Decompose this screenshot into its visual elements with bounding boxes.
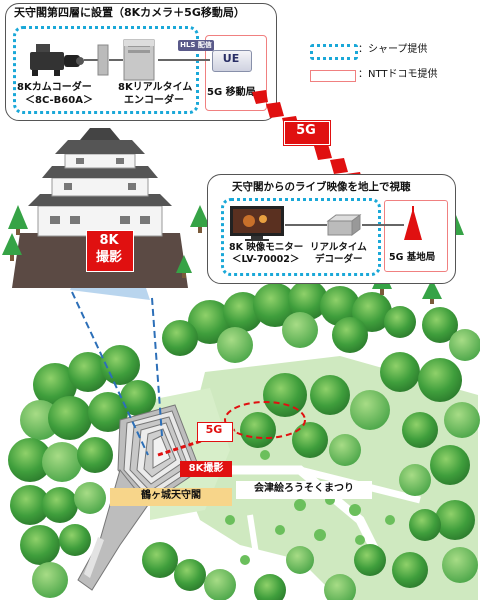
adapter-icon (97, 44, 109, 76)
5g-top-badge (284, 121, 330, 145)
connector-encoder-ue (158, 59, 210, 61)
ue-label: UE (222, 52, 240, 65)
tree-cluster-center (240, 373, 390, 466)
connector-decoder-base (362, 224, 404, 226)
decoder-label-1: リアルタイム (310, 242, 367, 253)
festival-banner (236, 481, 372, 499)
sharp-group-top (13, 26, 199, 114)
connector-adapter-encoder (109, 59, 123, 61)
encoder-label-2: エンコーダー (124, 95, 184, 106)
camcorder-label-2: ＜8C-B60A＞ (25, 95, 93, 106)
5g-top-label: 5G (296, 123, 316, 138)
mobile-station-label: 5G 移動局 (207, 87, 256, 98)
castle-name-label: 鶴ヶ城天守閣 (141, 490, 201, 501)
tree-cluster-right (324, 352, 480, 600)
festival-label: 会津絵ろうそくまつり (254, 483, 354, 494)
legend-docomo-label: ：NTTドコモ提供 (358, 69, 438, 80)
encoder-icon (123, 39, 155, 81)
map-5g-badge (197, 422, 233, 442)
tree-cluster-left (8, 345, 156, 598)
shooting-tag-line2: 撮影 (95, 250, 122, 265)
sharp-group-live (221, 198, 381, 276)
base-station-label: 5G 基地局 (389, 252, 436, 263)
shooting-tag (86, 230, 134, 272)
top-panel-title: 天守閣第四層に設置（8Kカメラ＋5G移動局） (14, 6, 245, 19)
hls-tag (178, 40, 214, 51)
map-5g-label: 5G (205, 423, 223, 436)
encoder-label-1: 8Kリアルタイム (118, 82, 193, 93)
decoder-label-2: デコーダー (315, 254, 363, 265)
shooting-tag-line1: 8K (99, 233, 119, 248)
ue-module (212, 50, 252, 72)
camcorder-icon (30, 44, 84, 76)
live-panel-title: 天守閣からのライブ映像を地上で視聴 (232, 181, 411, 193)
tree-cluster-top (162, 280, 480, 363)
link-zone-ellipse (224, 401, 306, 439)
legend-docomo-swatch (310, 70, 356, 82)
map-shoot-badge (180, 461, 232, 477)
connector-cam-adapter (84, 59, 98, 61)
legend-sharp-swatch (310, 44, 358, 60)
decoder-icon (326, 214, 362, 236)
docomo-group-live (384, 200, 448, 272)
connector-monitor-decoder (285, 224, 327, 226)
hls-tag-label: HLS 配信 (180, 41, 212, 49)
docomo-group-top (205, 35, 267, 111)
legend-sharp-label: ：シャープ提供 (358, 44, 428, 55)
base-station-icon (404, 206, 422, 240)
camcorder-label-1: 8Kカムコーダー (17, 82, 92, 93)
monitor-label-1: 8K 映像モニター (229, 242, 304, 253)
monitor-icon (230, 206, 284, 241)
map-shoot-label: 8K撮影 (188, 463, 224, 474)
monitor-label-2: ＜LV-70002＞ (232, 254, 300, 265)
tree-cluster-bottom (142, 542, 314, 600)
castle-name-banner (110, 488, 232, 506)
